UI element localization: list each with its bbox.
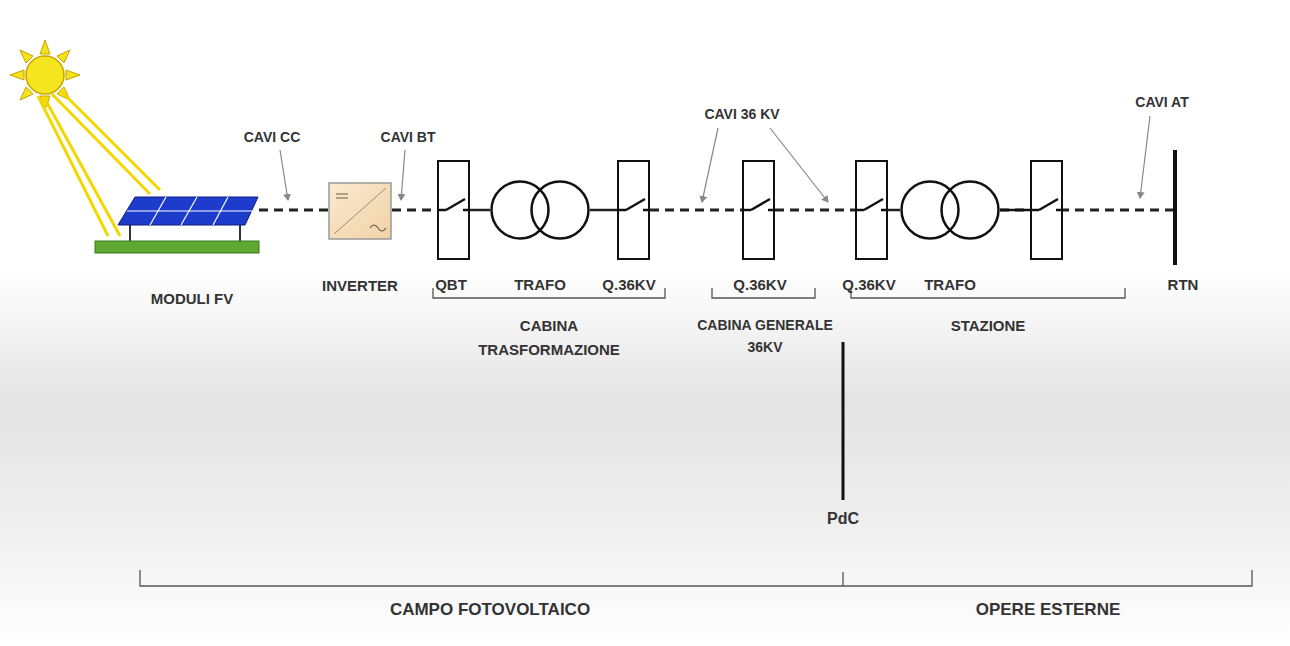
node-label: MODULI FV xyxy=(151,290,234,308)
connection-point-label: PdC xyxy=(813,506,873,532)
box-outline xyxy=(437,160,470,260)
transformer-symbol: TRAFO xyxy=(900,180,1000,240)
busbar-wire xyxy=(888,209,900,212)
switchgear-box: QBT xyxy=(437,160,470,260)
node-shape xyxy=(900,180,1000,240)
node-label: INVERTER xyxy=(322,277,398,295)
pdc-line xyxy=(842,342,845,500)
node-shape xyxy=(490,180,590,240)
section-label: OPERE ESTERNE xyxy=(928,596,1168,623)
inverter-box: INVERTER xyxy=(328,182,392,240)
leader-lines xyxy=(280,116,1150,202)
node-label: TRAFO xyxy=(924,276,976,294)
transformer-symbol: TRAFO xyxy=(490,180,590,240)
section-label: CABINA GENERALE 36KV xyxy=(697,314,833,359)
group-brackets xyxy=(140,288,1252,586)
switchgear-box: Q.36KV xyxy=(742,160,775,260)
section-label: CABINA TRASFORMAZIONE xyxy=(464,314,634,362)
cable-line xyxy=(392,209,437,212)
section-label: STAZIONE xyxy=(928,314,1048,338)
cable-callout: CAVI CC xyxy=(227,126,317,148)
section-label: CAMPO FOTOVOLTAICO xyxy=(340,596,640,623)
switchgear-box: Q.36KV xyxy=(617,160,650,260)
busbar-wire xyxy=(590,209,617,212)
switch-symbols xyxy=(437,199,888,210)
node-label: TRAFO xyxy=(514,276,566,294)
pv-module: MODULI FV xyxy=(95,190,259,254)
node-label: Q.36KV xyxy=(842,276,895,294)
node-shape xyxy=(95,190,259,254)
cable-line xyxy=(650,209,742,212)
box-outline xyxy=(742,160,775,260)
cable-callout: CAVI BT xyxy=(363,126,453,148)
node-label: RTN xyxy=(1168,276,1199,294)
box-outline xyxy=(855,160,888,260)
node-label: Q.36KV xyxy=(602,276,655,294)
cable-callout: CAVI AT xyxy=(1117,91,1207,113)
busbar-wire xyxy=(470,209,490,212)
cable-callout: CAVI 36 KV xyxy=(687,103,797,125)
node-label: Q.36KV xyxy=(733,276,786,294)
switchgear-box: Q.36KV xyxy=(855,160,888,260)
box-outline xyxy=(617,160,650,260)
node-label: QBT xyxy=(435,276,467,294)
switch-box xyxy=(1000,161,1063,259)
node-shape xyxy=(328,182,392,240)
grid-busbar: RTN xyxy=(1173,150,1177,265)
cable-line xyxy=(1000,209,1173,212)
cable-line xyxy=(259,209,328,212)
cable-line xyxy=(775,209,855,212)
